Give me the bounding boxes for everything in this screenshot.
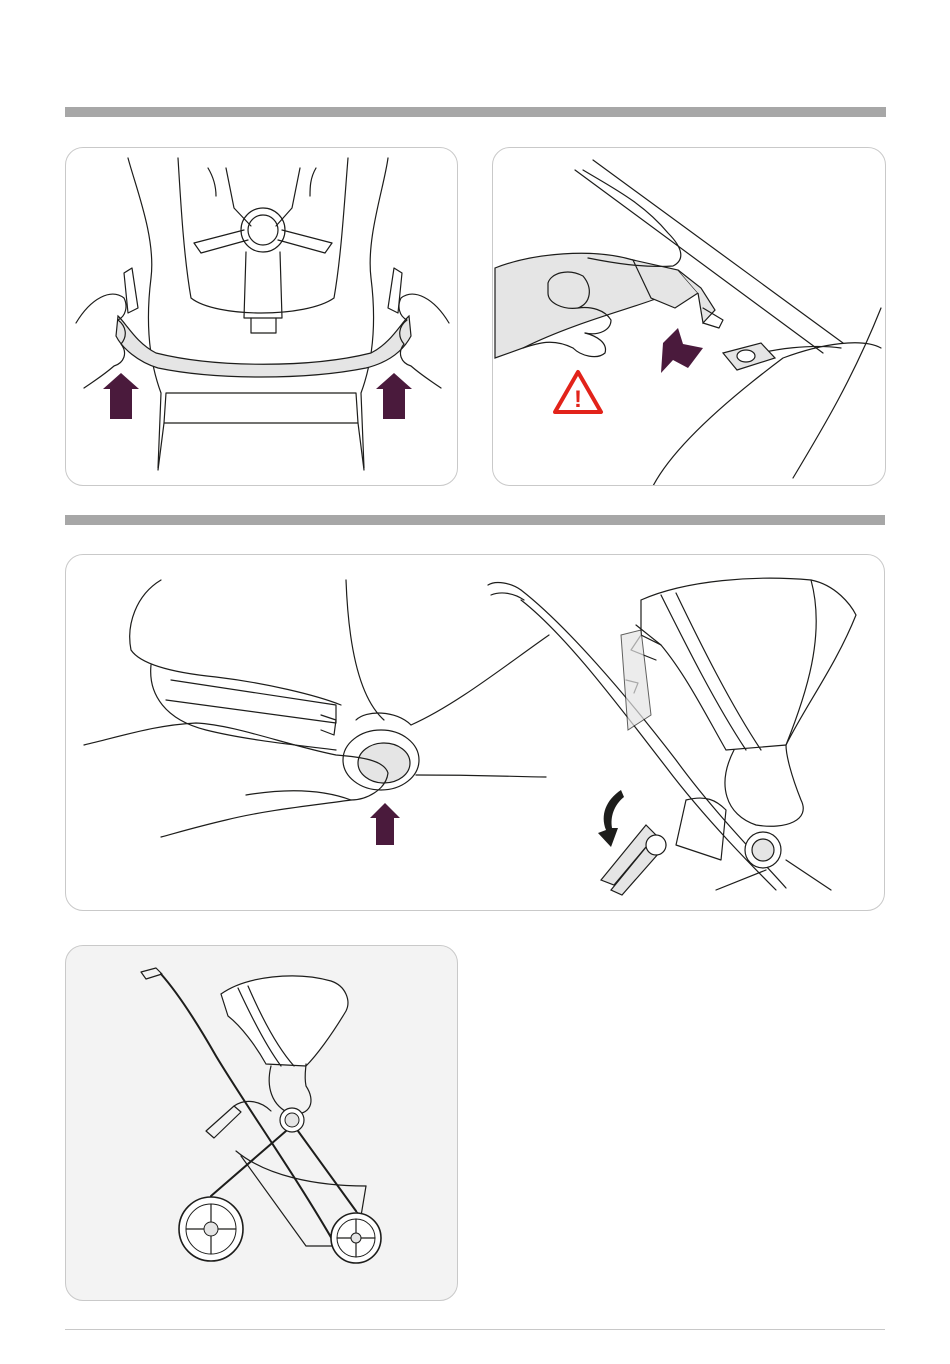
push-arrow-icon xyxy=(661,328,703,373)
stroller-seat-illustration xyxy=(488,578,856,890)
bumper-bar-end-illustration: ! xyxy=(493,148,886,486)
section-divider-middle xyxy=(65,515,885,525)
rotate-down-arrow-icon xyxy=(598,790,624,847)
hand-icon xyxy=(583,170,681,266)
finger-icon xyxy=(84,723,388,800)
step-panel-final-stroller xyxy=(65,945,458,1301)
seat-side-illustration xyxy=(66,555,885,911)
up-arrow-icon xyxy=(370,803,400,845)
warning-symbol: ! xyxy=(574,386,582,413)
bumper-bar-illustration xyxy=(116,316,411,377)
footer-rule xyxy=(65,1329,885,1330)
section-divider-top xyxy=(65,107,886,117)
step-panel-insert-bar-end: ! xyxy=(492,147,886,486)
up-arrow-icon xyxy=(103,373,139,419)
step-panel-press-release-button xyxy=(65,554,885,911)
footrest-illustration xyxy=(601,630,666,895)
release-button-illustration xyxy=(343,730,419,790)
stroller-illustration xyxy=(66,946,458,1301)
step-panel-lift-bumper-bar xyxy=(65,147,458,486)
up-arrow-icon xyxy=(376,373,412,419)
seat-harness-illustration xyxy=(66,148,458,486)
socket-illustration xyxy=(723,343,775,370)
warning-triangle-icon: ! xyxy=(555,372,601,413)
